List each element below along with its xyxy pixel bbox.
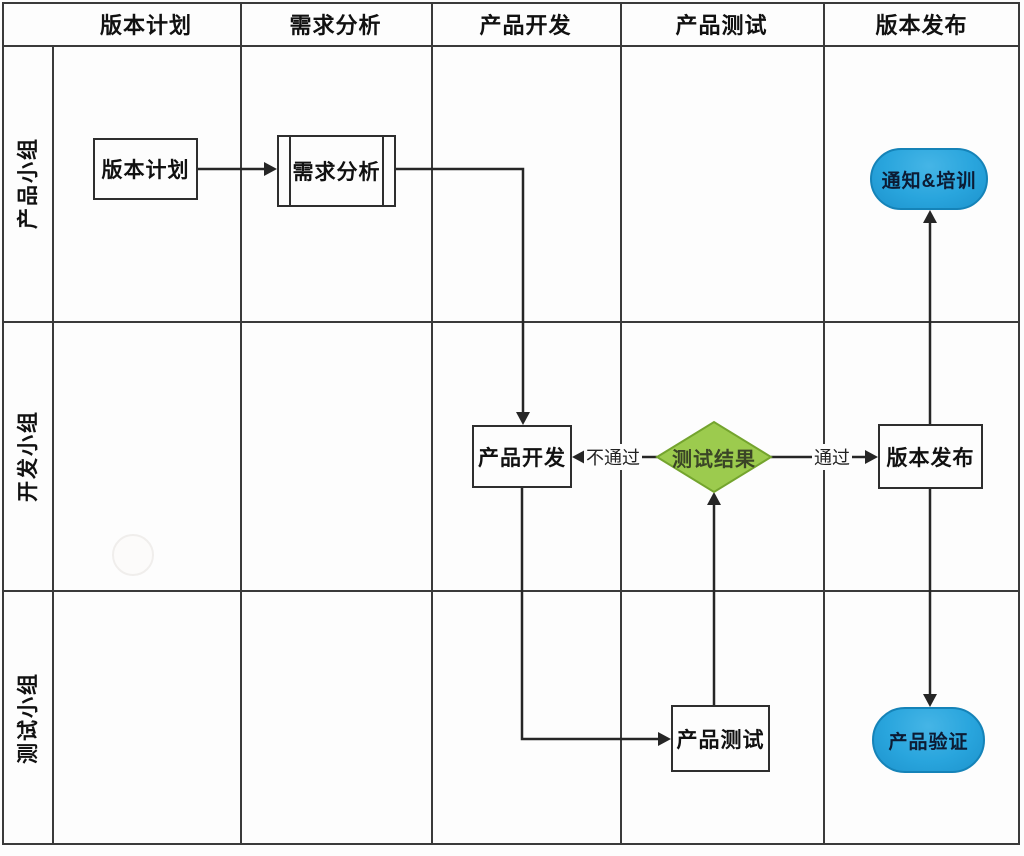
node-test-result: 测试结果 <box>659 437 769 477</box>
node-product-test: 产品测试 <box>671 705 770 772</box>
lane-label-text: 产品小组 <box>17 137 40 229</box>
edge-label-text: 不通过 <box>586 448 640 468</box>
header-cell-release: 版本发布 <box>823 2 1020 45</box>
diagram-outer-border <box>2 2 1020 845</box>
node-label: 测试结果 <box>672 448 756 471</box>
header-cell-requirements: 需求分析 <box>240 2 431 45</box>
watermark-circle <box>112 534 154 576</box>
node-version-release: 版本发布 <box>878 424 983 489</box>
node-product-verify: 产品验证 <box>872 707 985 773</box>
header-label: 需求分析 <box>289 12 382 38</box>
edge-label-pass: 通过 <box>812 444 852 470</box>
node-label: 版本计划 <box>101 159 190 182</box>
node-requirement-analysis: 需求分析 <box>277 135 396 207</box>
node-product-dev: 产品开发 <box>472 425 572 488</box>
header-cell-testing: 产品测试 <box>620 2 823 45</box>
header-cell-version-plan: 版本计划 <box>52 2 240 45</box>
header-cell-development: 产品开发 <box>431 2 620 45</box>
edge-label-fail: 不通过 <box>584 444 642 470</box>
header-divider-line <box>2 45 1020 47</box>
edge-label-text: 通过 <box>814 448 850 468</box>
lane-label-test-team: 测试小组 <box>2 590 52 845</box>
column-divider-4 <box>823 2 825 845</box>
node-notify-training: 通知&培训 <box>870 148 988 210</box>
node-label: 产品开发 <box>478 446 566 470</box>
node-label: 需求分析 <box>292 161 381 184</box>
column-divider-1 <box>240 2 242 845</box>
lane-label-column-divider <box>52 45 54 845</box>
node-label: 通知&培训 <box>881 170 977 192</box>
column-divider-3 <box>620 2 622 845</box>
node-label: 版本发布 <box>886 446 975 470</box>
lane-divider-1 <box>2 321 1020 323</box>
node-label: 产品验证 <box>888 731 969 753</box>
lane-label-product-team: 产品小组 <box>2 45 52 321</box>
header-label: 产品测试 <box>675 12 768 38</box>
lane-label-text: 测试小组 <box>17 671 40 764</box>
lane-divider-2 <box>2 590 1020 592</box>
node-label: 产品测试 <box>676 728 765 752</box>
lane-label-text: 开发小组 <box>17 409 40 502</box>
lane-label-dev-team: 开发小组 <box>2 321 52 590</box>
header-label: 版本发布 <box>875 12 968 38</box>
header-label: 产品开发 <box>479 12 572 38</box>
column-divider-2 <box>431 2 433 845</box>
header-label: 版本计划 <box>99 12 192 38</box>
node-version-plan: 版本计划 <box>93 138 198 200</box>
